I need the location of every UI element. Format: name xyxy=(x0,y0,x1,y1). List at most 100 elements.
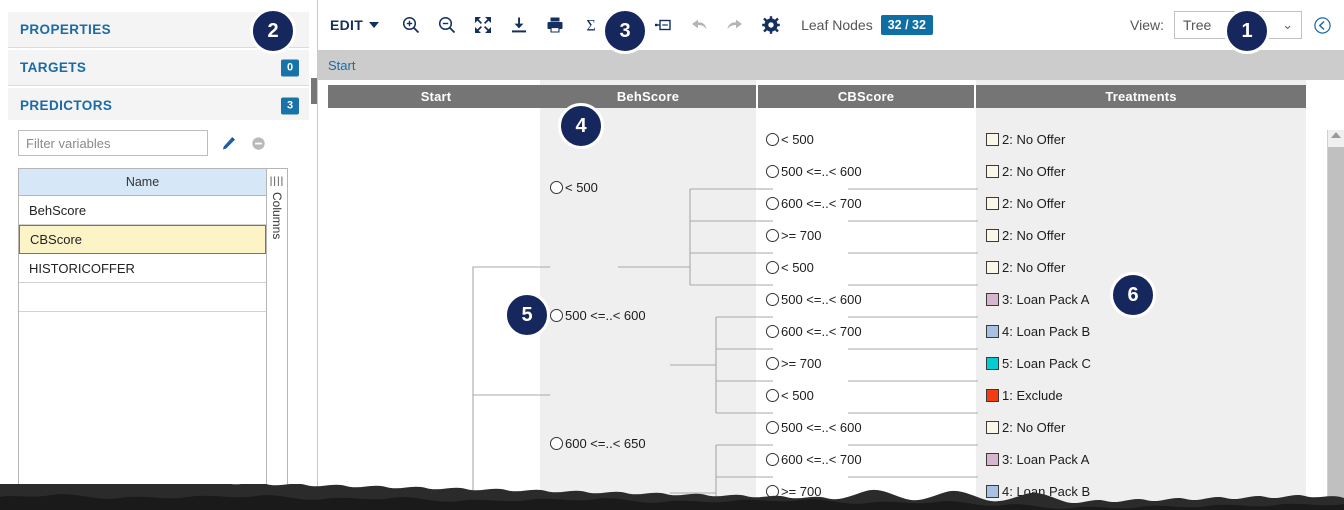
node-circle-icon xyxy=(766,357,779,370)
tree-node-cbscore[interactable]: 500 <=..< 600 xyxy=(766,292,862,307)
treatment-leaf[interactable]: 2: No Offer xyxy=(986,132,1065,147)
tree-node-cbscore[interactable]: 600 <=..< 700 xyxy=(766,324,862,339)
callout-badge-3: 3 xyxy=(602,8,648,54)
vertical-scrollbar[interactable] xyxy=(1327,130,1344,510)
treatment-leaf-label: 2: No Offer xyxy=(1002,132,1066,147)
table-row[interactable] xyxy=(19,283,266,312)
column-header-start[interactable]: Start xyxy=(328,85,544,108)
tree-node-cbscore[interactable]: 600 <=..< 700 xyxy=(766,452,862,467)
column-header-behscore[interactable]: BehScore xyxy=(540,85,756,108)
zoom-out-icon[interactable] xyxy=(429,8,465,42)
treatment-leaf[interactable]: 4: Loan Pack B xyxy=(986,324,1090,339)
tree-node-cbscore[interactable]: < 500 xyxy=(766,388,814,403)
node-circle-icon xyxy=(766,197,779,210)
treatment-leaf[interactable]: 5: Loan Pack C xyxy=(986,356,1091,371)
print-icon[interactable] xyxy=(537,8,573,42)
node-circle-icon xyxy=(550,437,563,450)
treatment-color-swatch xyxy=(986,389,999,402)
treatment-color-swatch xyxy=(986,293,999,306)
treatment-leaf[interactable]: 2: No Offer xyxy=(986,420,1065,435)
pencil-icon[interactable] xyxy=(218,133,238,153)
zoom-in-icon[interactable] xyxy=(393,8,429,42)
columns-side-tab-label: Columns xyxy=(270,192,284,240)
tree-node-cbscore[interactable]: < 500 xyxy=(766,132,814,147)
treatment-leaf-label: 2: No Offer xyxy=(1002,196,1066,211)
fit-to-screen-icon[interactable] xyxy=(465,8,501,42)
collapse-panel-icon[interactable] xyxy=(1312,15,1332,35)
treatment-leaf-label: 2: No Offer xyxy=(1002,228,1066,243)
treatment-color-swatch xyxy=(986,485,999,498)
tree-node-label: >= 700 xyxy=(781,228,822,243)
insert-node-icon[interactable] xyxy=(645,8,681,42)
node-circle-icon xyxy=(766,229,779,242)
scroll-up-arrow-icon[interactable] xyxy=(1331,132,1341,138)
callout-badge-2: 2 xyxy=(250,8,296,54)
node-circle-icon xyxy=(766,485,779,498)
treatment-color-swatch xyxy=(986,261,999,274)
callout-badge-6: 6 xyxy=(1110,272,1156,318)
tree-diagram-area: Start BehScore CBScore Treatments xyxy=(318,80,1318,510)
treatment-leaf-label: 2: No Offer xyxy=(1002,260,1066,275)
redo-icon[interactable] xyxy=(717,8,753,42)
edit-menu-button[interactable]: EDIT xyxy=(330,17,380,33)
treatment-color-swatch xyxy=(986,197,999,210)
leaf-nodes-count-badge: 32 / 32 xyxy=(880,15,933,35)
column-header-cbscore[interactable]: CBScore xyxy=(758,85,974,108)
callout-badge-5: 5 xyxy=(504,292,550,338)
treatment-leaf[interactable]: 2: No Offer xyxy=(986,228,1065,243)
treatment-color-swatch xyxy=(986,453,999,466)
column-header-treatments[interactable]: Treatments xyxy=(976,85,1306,108)
scrollbar-thumb[interactable] xyxy=(1328,147,1344,510)
tree-node-cbscore[interactable]: >= 700 xyxy=(766,484,822,499)
node-circle-icon xyxy=(766,293,779,306)
remove-icon[interactable] xyxy=(248,133,268,153)
breadcrumb-item-start[interactable]: Start xyxy=(328,57,356,73)
accordion-predictors[interactable]: PREDICTORS 3 xyxy=(8,88,309,124)
undo-icon[interactable] xyxy=(681,8,717,42)
tree-node-cbscore[interactable]: < 500 xyxy=(766,260,814,275)
treatment-leaf[interactable]: 2: No Offer xyxy=(986,164,1065,179)
breadcrumb: Start xyxy=(318,50,1344,80)
tree-node-behscore[interactable]: < 500 xyxy=(550,180,598,195)
treatment-leaf[interactable]: 3: Loan Pack A xyxy=(986,452,1089,467)
tree-node-label: < 500 xyxy=(781,132,814,147)
filter-variables-input[interactable] xyxy=(18,130,208,156)
treatment-leaf[interactable]: 2: No Offer xyxy=(986,260,1065,275)
treatment-leaf[interactable]: 1: Exclude xyxy=(986,388,1063,403)
download-icon[interactable] xyxy=(501,8,537,42)
tree-node-behscore[interactable]: 500 <=..< 600 xyxy=(550,308,646,323)
treatment-color-swatch xyxy=(986,357,999,370)
table-row[interactable]: BehScore xyxy=(19,196,266,225)
treatment-leaf-label: 3: Loan Pack A xyxy=(1002,452,1090,467)
node-circle-icon xyxy=(766,261,779,274)
tree-node-cbscore[interactable]: >= 700 xyxy=(766,228,822,243)
treatment-leaf-label: 4: Loan Pack B xyxy=(1002,484,1091,499)
table-row[interactable]: HISTORICOFFER xyxy=(19,254,266,283)
treatment-leaf[interactable]: 2: No Offer xyxy=(986,196,1065,211)
view-label: View: xyxy=(1130,17,1164,33)
treatment-color-swatch xyxy=(986,421,999,434)
tree-node-cbscore[interactable]: 600 <=..< 700 xyxy=(766,196,862,211)
tree-node-label: < 500 xyxy=(781,388,814,403)
callout-badge-1: 1 xyxy=(1224,8,1270,54)
tree-node-label: >= 700 xyxy=(781,356,822,371)
tree-node-cbscore[interactable]: 500 <=..< 600 xyxy=(766,164,862,179)
tree-node-cbscore[interactable]: >= 700 xyxy=(766,356,822,371)
treatment-leaf[interactable]: 4: Loan Pack B xyxy=(986,484,1090,499)
settings-icon[interactable] xyxy=(753,8,789,42)
treatment-leaf[interactable]: 3: Loan Pack A xyxy=(986,292,1089,307)
columns-side-tab[interactable]: |||| Columns xyxy=(266,168,288,488)
left-panel-scrollbar[interactable] xyxy=(311,78,317,104)
variables-table-header-name: Name xyxy=(19,169,266,196)
treatment-color-swatch xyxy=(986,325,999,338)
tree-node-label: 500 <=..< 600 xyxy=(565,308,646,323)
predictors-panel-body: Name BehScore CBScore HISTORICOFFER ||||… xyxy=(0,120,317,510)
accordion-targets[interactable]: TARGETS 0 xyxy=(8,50,309,86)
treatment-color-swatch xyxy=(986,165,999,178)
tree-node-cbscore[interactable]: 500 <=..< 600 xyxy=(766,420,862,435)
tree-node-behscore[interactable]: 600 <=..< 650 xyxy=(550,436,646,451)
tree-node-label: 500 <=..< 600 xyxy=(781,164,862,179)
sigma-icon[interactable]: Σ xyxy=(573,8,609,42)
table-row[interactable]: CBScore xyxy=(19,225,266,254)
tree-node-label: 600 <=..< 700 xyxy=(781,324,862,339)
